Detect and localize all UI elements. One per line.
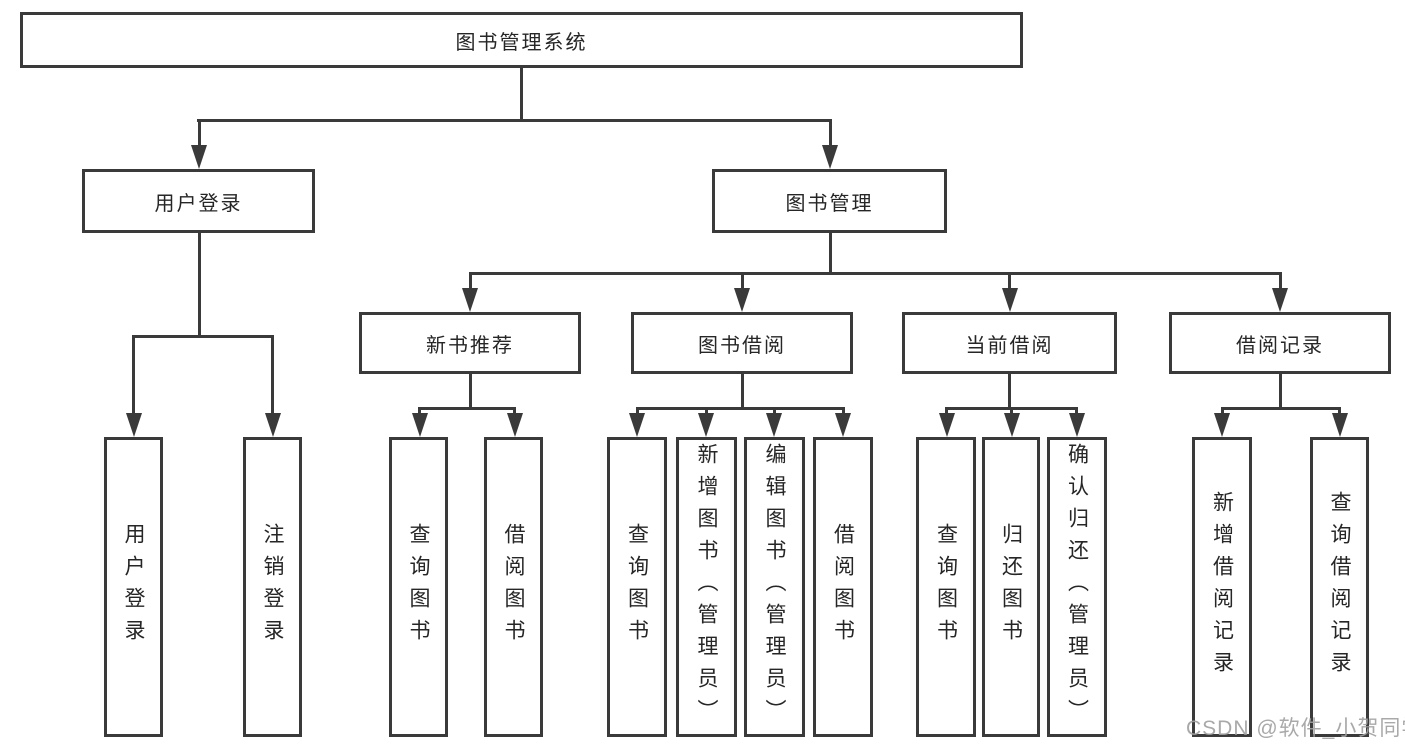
connector-to-current-borrowing [1008, 272, 1011, 292]
leaf-user-login-label: 用户登录 [122, 523, 145, 651]
connector-borrowing-records-bus [1220, 407, 1340, 410]
arrowhead-book-borrowing [734, 288, 750, 312]
arrowhead-leaf-add-borrow-record [1214, 413, 1230, 437]
connector-to-book-borrowing [740, 272, 744, 292]
leaf-add-book-admin-label: 新增图书（管理员） [695, 443, 718, 731]
connector-book-management-bus [468, 272, 1282, 275]
connector-to-new-book-recommend [468, 272, 472, 292]
arrowhead-leaf-return-books [1003, 413, 1020, 437]
arrowhead-book-management [822, 145, 838, 169]
leaf-user-login: 用户登录 [104, 437, 163, 737]
arrowhead-leaf-borrow-books-1 [506, 413, 523, 437]
connector-book-management-stem [828, 233, 832, 273]
leaf-edit-book-admin-label: 编辑图书（管理员） [763, 443, 786, 731]
arrowhead-leaf-query-books-2 [629, 413, 645, 437]
connector-root-stem [520, 68, 523, 120]
leaf-query-books-3-label: 查询图书 [934, 523, 958, 651]
connector-to-book-management [828, 119, 832, 149]
arrowhead-borrowing-records [1272, 288, 1288, 312]
leaf-add-borrow-record: 新增借阅记录 [1192, 437, 1252, 737]
connector-new-book-recommend-bus [418, 407, 516, 410]
connector-to-leaf-logout [271, 335, 274, 417]
connector-current-borrowing-stem [1008, 374, 1011, 407]
node-book-management-label: 图书管理 [785, 192, 874, 215]
arrowhead-new-book-recommend [462, 288, 478, 312]
arrowhead-leaf-edit-book [766, 413, 782, 437]
connector-to-borrowing-records [1278, 272, 1282, 292]
arrowhead-user-login [191, 145, 207, 169]
leaf-borrow-books-2-label: 借阅图书 [831, 523, 855, 651]
leaf-add-borrow-record-label: 新增借阅记录 [1210, 491, 1234, 683]
leaf-query-books-3: 查询图书 [916, 437, 976, 737]
leaf-edit-book-admin: 编辑图书（管理员） [744, 437, 805, 737]
leaf-query-books-2: 查询图书 [607, 437, 667, 737]
leaf-return-books-label: 归还图书 [999, 523, 1023, 651]
leaf-query-books-2-label: 查询图书 [625, 523, 649, 651]
connector-new-book-recommend-stem [468, 374, 472, 407]
node-new-book-recommend-label: 新书推荐 [426, 334, 514, 357]
node-user-login-label: 用户登录 [154, 192, 243, 215]
node-borrowing-records: 借阅记录 [1169, 312, 1391, 374]
leaf-logout-label: 注销登录 [261, 523, 284, 651]
node-root: 图书管理系统 [20, 12, 1023, 68]
node-user-login: 用户登录 [82, 169, 315, 233]
connector-book-borrowing-stem [740, 374, 744, 407]
leaf-borrow-books-1: 借阅图书 [484, 437, 543, 737]
connector-root-bus [197, 119, 832, 122]
node-root-label: 图书管理系统 [455, 31, 588, 54]
arrowhead-leaf-query-borrow-record [1331, 413, 1348, 437]
arrowhead-leaf-add-book [698, 413, 714, 437]
leaf-add-book-admin: 新增图书（管理员） [676, 437, 737, 737]
arrowhead-leaf-query-books-3 [938, 413, 955, 437]
node-book-management: 图书管理 [712, 169, 947, 233]
connector-to-user-login [197, 119, 201, 149]
leaf-query-books-1: 查询图书 [389, 437, 448, 737]
leaf-borrow-books-2: 借阅图书 [813, 437, 873, 737]
leaf-query-borrow-record: 查询借阅记录 [1310, 437, 1369, 737]
node-current-borrowing: 当前借阅 [902, 312, 1117, 374]
arrowhead-current-borrowing [1001, 288, 1018, 312]
node-book-borrowing-label: 图书借阅 [698, 334, 786, 357]
leaf-query-books-1-label: 查询图书 [407, 523, 430, 651]
node-new-book-recommend: 新书推荐 [359, 312, 581, 374]
leaf-confirm-return-admin: 确认归还（管理员） [1047, 437, 1107, 737]
node-borrowing-records-label: 借阅记录 [1236, 334, 1324, 357]
arrowhead-leaf-confirm-return [1068, 413, 1085, 437]
arrowhead-leaf-query-books-1 [411, 413, 428, 437]
leaf-borrow-books-1-label: 借阅图书 [502, 523, 525, 651]
connector-user-login-stem [197, 233, 201, 335]
arrowhead-leaf-user-login [125, 413, 142, 437]
leaf-return-books: 归还图书 [982, 437, 1040, 737]
csdn-watermark: CSDN @软件_小贺同学 [1186, 717, 1405, 740]
arrowhead-leaf-logout [264, 413, 281, 437]
node-current-borrowing-label: 当前借阅 [965, 334, 1054, 357]
connector-book-borrowing-bus [635, 407, 845, 410]
connector-user-login-bus [132, 335, 274, 338]
leaf-confirm-return-admin-label: 确认归还（管理员） [1065, 443, 1089, 731]
node-book-borrowing: 图书借阅 [631, 312, 853, 374]
connector-borrowing-records-stem [1278, 374, 1282, 407]
leaf-query-borrow-record-label: 查询借阅记录 [1328, 491, 1351, 683]
leaf-logout: 注销登录 [243, 437, 302, 737]
arrowhead-leaf-borrow-books-2 [835, 413, 851, 437]
connector-to-leaf-user-login [132, 335, 135, 417]
